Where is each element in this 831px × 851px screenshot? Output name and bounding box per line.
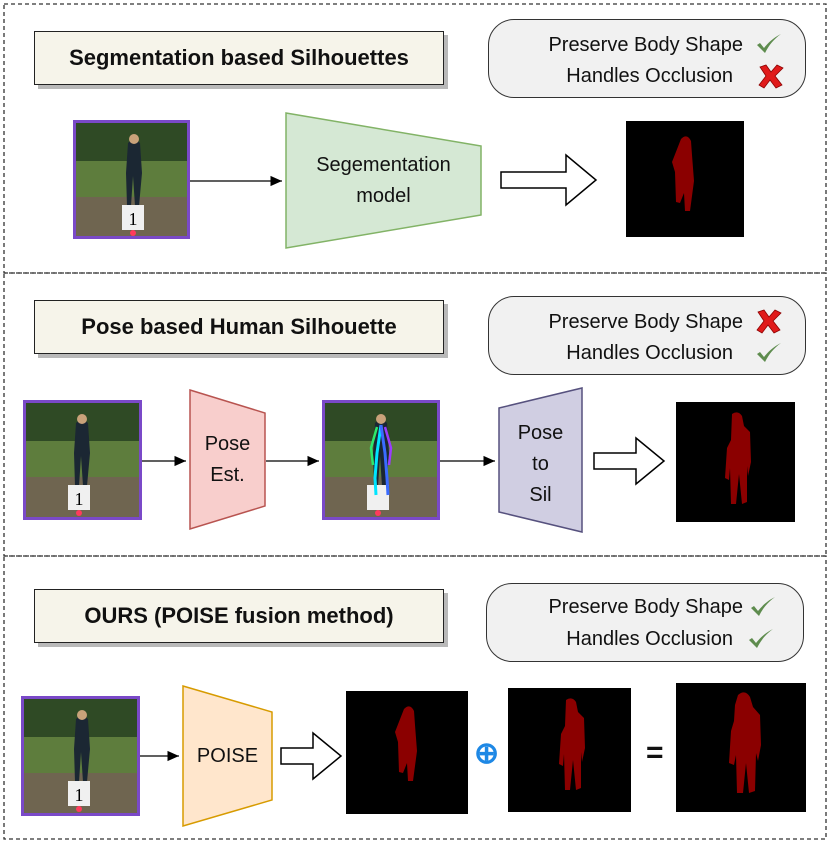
segmentation-model-block	[285, 112, 482, 249]
panel-2-properties: Preserve Body Shape Handles Occlusion	[488, 296, 806, 375]
property-label: Preserve Body Shape	[548, 34, 743, 56]
cross-icon	[755, 308, 783, 334]
input-image: 1	[73, 120, 190, 239]
svg-text:1: 1	[129, 209, 138, 229]
panel-2-title: Pose based Human Silhouette	[34, 300, 444, 354]
hollow-arrow-pose-output	[593, 436, 666, 486]
check-icon	[747, 626, 775, 652]
panel-1-border	[3, 3, 827, 274]
panel-1-properties: Preserve Body Shape Handles Occlusion	[488, 19, 806, 98]
panel-3-border	[3, 555, 827, 840]
fusion-segmentation-silhouette	[346, 691, 468, 814]
panel-2-border	[3, 272, 827, 557]
check-icon	[755, 340, 783, 366]
segmentation-silhouette-output	[626, 121, 744, 237]
svg-text:1: 1	[75, 785, 84, 805]
property-label: Preserve Body Shape	[548, 311, 743, 333]
poise-label: POISE	[196, 745, 259, 767]
poise-block	[182, 684, 273, 828]
hollow-arrow-seg-output	[500, 153, 598, 207]
fused-silhouette-output	[676, 683, 806, 812]
pose-estimation-block	[189, 388, 266, 531]
check-icon	[749, 594, 777, 620]
pose-to-sil-block	[498, 387, 583, 533]
equals-operator: =	[646, 736, 664, 769]
input-image: 1	[23, 400, 142, 520]
panel-3-title: OURS (POISE fusion method)	[34, 589, 444, 643]
fusion-pose-silhouette	[508, 688, 631, 812]
svg-text:1: 1	[75, 489, 84, 509]
property-label: Handles Occlusion	[566, 342, 733, 364]
panel-1-title: Segmentation based Silhouettes	[34, 31, 444, 85]
input-image: 1	[21, 696, 140, 816]
pose-skeleton-image	[322, 400, 440, 520]
check-icon	[755, 31, 783, 57]
hollow-arrow-poise-output	[280, 731, 343, 781]
panel-3-properties: Preserve Body Shape Handles Occlusion	[486, 583, 804, 662]
pose-silhouette-output	[676, 402, 795, 522]
cross-icon	[757, 63, 785, 89]
property-label: Handles Occlusion	[566, 628, 733, 650]
property-label: Preserve Body Shape	[548, 596, 743, 618]
property-label: Handles Occlusion	[566, 65, 733, 87]
plus-operator: ⊕	[474, 737, 500, 770]
